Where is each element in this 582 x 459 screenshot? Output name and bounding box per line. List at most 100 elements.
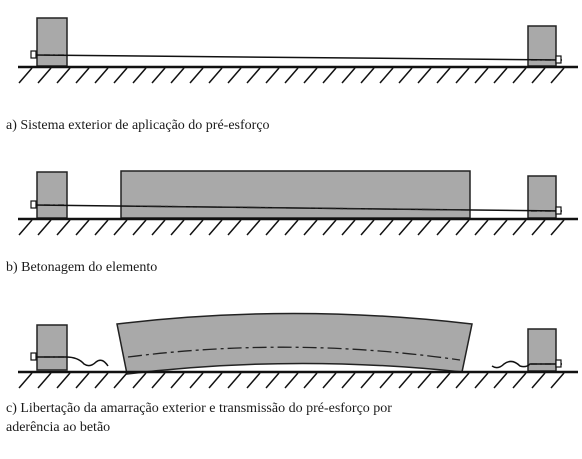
- hatch-stroke: [75, 372, 90, 389]
- hatch-stroke: [455, 219, 470, 236]
- hatch-stroke: [493, 372, 508, 389]
- panel-c-right-slack-strand: [491, 360, 562, 369]
- hatch-stroke: [341, 372, 356, 389]
- hatch-stroke: [94, 67, 109, 84]
- hatch-stroke: [132, 372, 147, 389]
- hatch-stroke: [284, 219, 299, 236]
- hatch-stroke: [303, 372, 318, 389]
- hatch-stroke: [417, 67, 432, 84]
- panel-b-concrete-element: [120, 170, 471, 219]
- hatch-stroke: [360, 372, 375, 389]
- hatch-stroke: [18, 219, 33, 236]
- hatch-stroke: [512, 67, 527, 84]
- hatch-stroke: [75, 67, 90, 84]
- hatch-stroke: [208, 372, 223, 389]
- hatch-stroke: [436, 372, 451, 389]
- hatch-stroke: [113, 219, 128, 236]
- hatch-stroke: [512, 219, 527, 236]
- panel-b: [18, 170, 578, 236]
- hatch-stroke: [265, 67, 280, 84]
- caption-panel-c-line2: aderência ao betão: [6, 420, 111, 435]
- hatch-stroke: [94, 372, 109, 389]
- panel-c-cambered-element: [116, 312, 473, 375]
- hatch-stroke: [113, 67, 128, 84]
- panel-a: [18, 17, 578, 84]
- hatch-stroke: [379, 372, 394, 389]
- panel-a-right-anchor: [555, 55, 562, 64]
- hatch-stroke: [170, 372, 185, 389]
- panel-a-ground-hatch: [18, 67, 565, 84]
- hatch-stroke: [284, 372, 299, 389]
- hatch-stroke: [436, 219, 451, 236]
- hatch-stroke: [322, 67, 337, 84]
- panel-c-left-slack-strand: [33, 356, 109, 367]
- hatch-stroke: [94, 219, 109, 236]
- hatch-stroke: [398, 372, 413, 389]
- panel-c-tendon-centreline: [127, 346, 461, 361]
- panel-c-left-abutment: [36, 324, 68, 371]
- hatch-stroke: [360, 67, 375, 84]
- hatch-stroke: [37, 372, 52, 389]
- hatch-stroke: [474, 372, 489, 389]
- hatch-stroke: [512, 372, 527, 389]
- hatch-stroke: [265, 219, 280, 236]
- hatch-stroke: [18, 67, 33, 84]
- hatch-stroke: [531, 67, 546, 84]
- hatch-stroke: [379, 67, 394, 84]
- hatch-stroke: [208, 219, 223, 236]
- hatch-stroke: [246, 67, 261, 84]
- hatch-stroke: [455, 372, 470, 389]
- hatch-stroke: [284, 67, 299, 84]
- hatch-stroke: [341, 219, 356, 236]
- hatch-stroke: [531, 219, 546, 236]
- hatch-stroke: [151, 219, 166, 236]
- hatch-stroke: [75, 219, 90, 236]
- hatch-stroke: [436, 67, 451, 84]
- hatch-stroke: [151, 372, 166, 389]
- panel-c: [18, 312, 578, 389]
- panel-c-left-anchor: [30, 352, 37, 361]
- hatch-stroke: [208, 67, 223, 84]
- panel-a-left-anchor: [30, 50, 37, 59]
- hatch-stroke: [132, 219, 147, 236]
- hatch-stroke: [56, 219, 71, 236]
- hatch-stroke: [303, 219, 318, 236]
- hatch-stroke: [37, 67, 52, 84]
- hatch-stroke: [303, 67, 318, 84]
- hatch-stroke: [398, 219, 413, 236]
- hatch-stroke: [398, 67, 413, 84]
- hatch-stroke: [379, 219, 394, 236]
- panel-b-right-anchor: [555, 206, 562, 215]
- hatch-stroke: [531, 372, 546, 389]
- panel-b-left-anchor: [30, 200, 37, 209]
- hatch-stroke: [360, 219, 375, 236]
- hatch-stroke: [322, 372, 337, 389]
- panel-c-right-anchor: [555, 359, 562, 368]
- caption-panel-c-line1: c) Libertação da amarração exterior e tr…: [6, 401, 392, 416]
- hatch-stroke: [550, 372, 565, 389]
- caption-panel-b: b) Betonagem do elemento: [6, 260, 158, 275]
- hatch-stroke: [246, 219, 261, 236]
- hatch-stroke: [151, 67, 166, 84]
- hatch-stroke: [227, 372, 242, 389]
- caption-panel-a: a) Sistema exterior de aplicação do pré-…: [6, 118, 270, 133]
- hatch-stroke: [246, 372, 261, 389]
- panel-b-ground-hatch: [18, 219, 565, 236]
- hatch-stroke: [550, 67, 565, 84]
- hatch-stroke: [455, 67, 470, 84]
- hatch-stroke: [417, 219, 432, 236]
- hatch-stroke: [56, 372, 71, 389]
- panel-b-right-abutment: [527, 175, 557, 219]
- hatch-stroke: [493, 67, 508, 84]
- hatch-stroke: [56, 67, 71, 84]
- hatch-stroke: [113, 372, 128, 389]
- hatch-stroke: [189, 372, 204, 389]
- hatch-stroke: [37, 219, 52, 236]
- hatch-stroke: [493, 219, 508, 236]
- hatch-stroke: [474, 67, 489, 84]
- hatch-stroke: [189, 67, 204, 84]
- panel-a-tendon: [32, 54, 563, 61]
- hatch-stroke: [265, 372, 280, 389]
